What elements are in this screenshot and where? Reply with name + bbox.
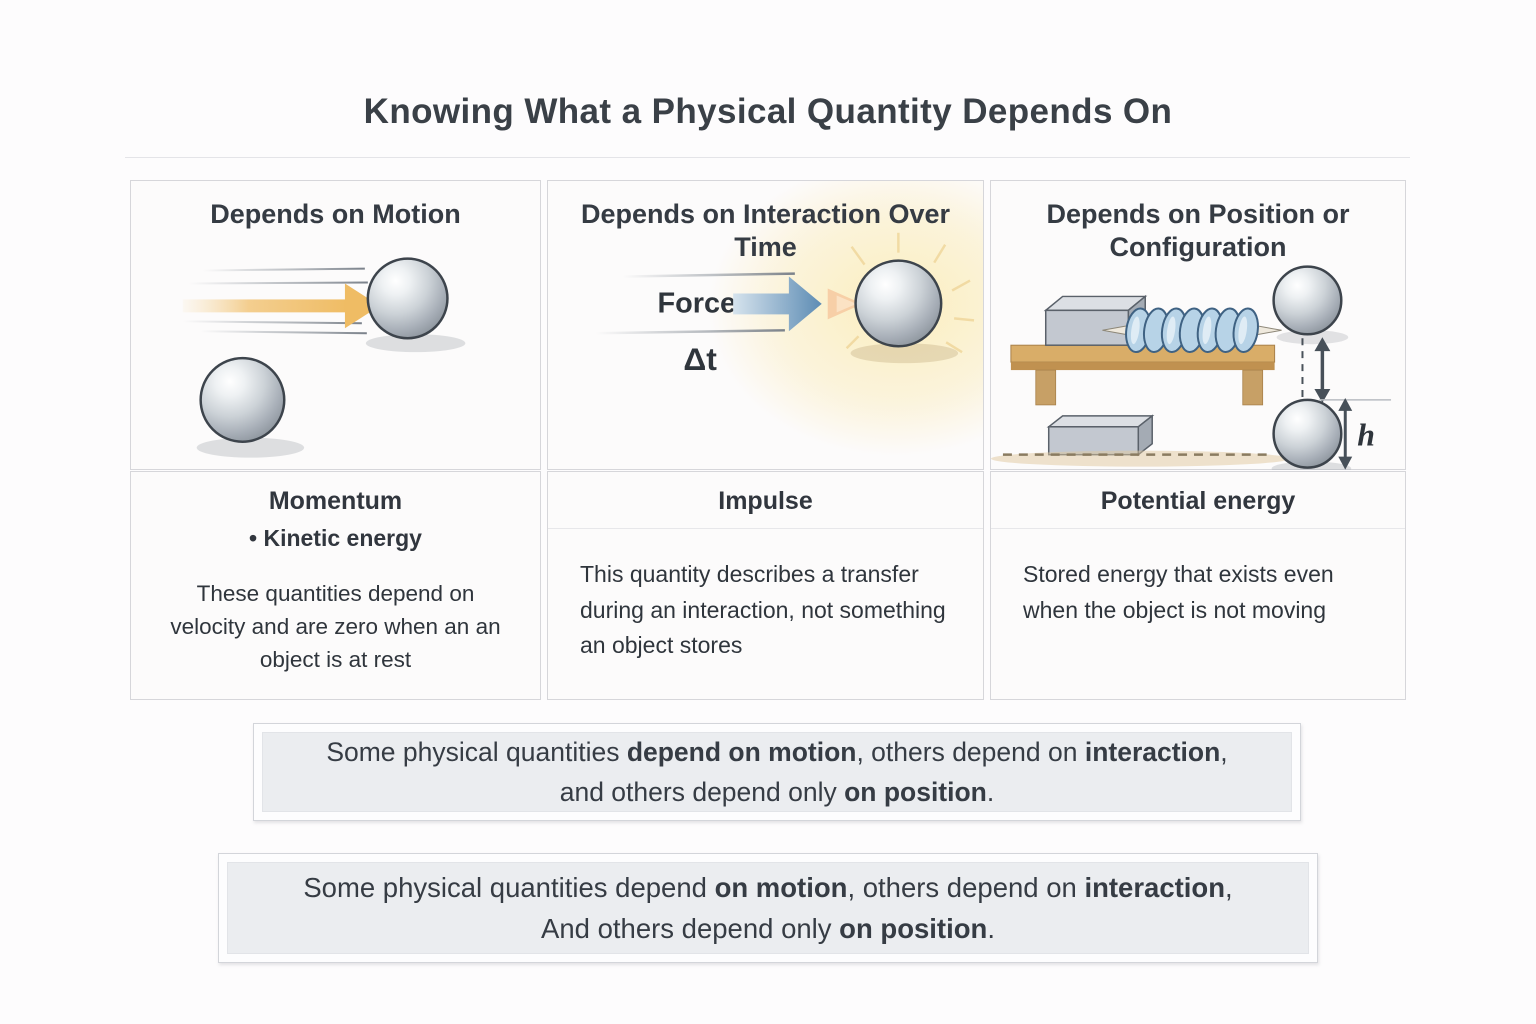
force-arrow-icon [733, 276, 822, 332]
impulse-term: Impulse [718, 487, 813, 515]
motion-header-label: Depends on Motion [210, 199, 461, 229]
position-card-header: Depends on Position or Configuration [991, 198, 1405, 264]
table-icon [1010, 344, 1276, 406]
motion-illustration [182, 257, 466, 458]
momentum-description: These quantities depend on velocity and … [170, 581, 501, 672]
glow-rays-icon [845, 232, 975, 354]
position-header-label: Depends on Position or Configuration [1046, 199, 1350, 262]
interaction-card-header: Depends on Interaction Over Time [548, 198, 983, 264]
summary-2-line-1: Some physical quantities depend on motio… [303, 871, 1233, 903]
position-illustration-card: Depends on Position or Configuration [990, 180, 1406, 470]
title-divider [125, 157, 1410, 158]
summary-box-1-panel: Some physical quantities depend on motio… [262, 732, 1292, 812]
impacted-ball-icon [850, 259, 959, 364]
bullet-icon: • [249, 525, 258, 551]
impulse-text-card: Impulse This quantity describes a transf… [547, 471, 984, 700]
interaction-header-label: Depends on Interaction Over Time [580, 199, 951, 262]
impulse-description: This quantity describes a transfer durin… [580, 561, 946, 659]
kinetic-energy-label: Kinetic energy [263, 525, 422, 551]
motion-arrow-icon [182, 283, 380, 329]
ground-ball-icon [1271, 398, 1352, 470]
momentum-term: Momentum [268, 487, 403, 515]
summary-1-line-1: Some physical quantities depend on motio… [326, 736, 1228, 767]
moving-ball-icon [365, 257, 466, 353]
interaction-illustration-card: Depends on Interaction Over Time Force [547, 180, 984, 470]
motion-illustration-card: Depends on Motion [130, 180, 541, 470]
block-on-ground-icon [1046, 414, 1155, 457]
speed-lines-icon [182, 267, 368, 335]
height-label: h [1357, 418, 1375, 453]
ground-icon [991, 450, 1290, 467]
potential-energy-description: Stored energy that exists even when the … [1023, 561, 1334, 623]
summary-box-1: Some physical quantities depend on motio… [253, 723, 1301, 821]
potential-energy-term: Potential energy [1100, 487, 1296, 515]
speed-lines-icon [595, 272, 795, 335]
interaction-illustration: Force Δt [595, 190, 983, 420]
spring-icon [1102, 307, 1282, 354]
raised-ball-icon [1272, 265, 1349, 345]
summary-2-line-2: And others depend only on position. [541, 913, 995, 944]
summary-box-2-panel: Some physical quantities depend on motio… [227, 862, 1309, 954]
impact-flash-icon [827, 288, 863, 320]
potential-energy-divider [991, 528, 1405, 529]
position-illustration: h [991, 265, 1392, 470]
momentum-text-card: Momentum • Kinetic energy These quantiti… [130, 471, 541, 700]
impulse-divider [548, 528, 983, 529]
delta-t-label: Δt [683, 341, 717, 377]
kinetic-energy-line: • Kinetic energy [131, 525, 540, 552]
resting-ball-icon [196, 356, 305, 458]
summary-box-2: Some physical quantities depend on motio… [218, 853, 1318, 963]
drop-path-icon [1301, 337, 1331, 408]
height-arrow-icon [1319, 397, 1392, 470]
page-title: Knowing What a Physical Quantity Depends… [363, 92, 1173, 131]
potential-energy-text-card: Potential energy Stored energy that exis… [990, 471, 1406, 700]
force-label: Force [657, 287, 736, 319]
motion-card-header: Depends on Motion [131, 198, 540, 231]
summary-1-line-2: and others depend only on position. [559, 777, 995, 807]
